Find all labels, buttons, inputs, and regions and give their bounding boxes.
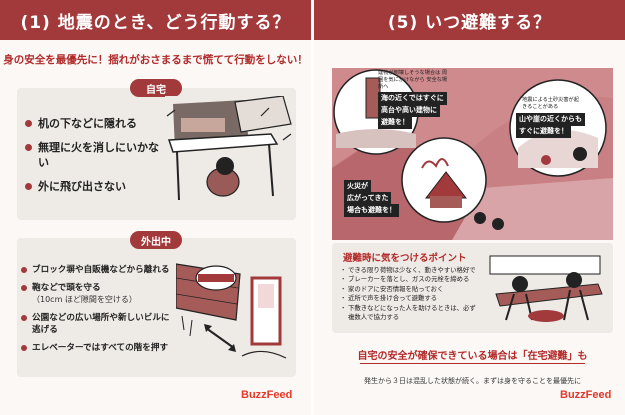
list-item: 鞄などで頭を守る（10cm ほど隙間を空ける） [21, 282, 172, 306]
panel-subtitle: 身の安全を最優先に！揺れがおさまるまで慌てて行動をしない！ [3, 54, 308, 66]
fire-callout-1: 火災が [344, 180, 371, 193]
points-title: 避難時に気をつけるポイント [343, 253, 467, 264]
sea-callout-3: 避難を！ [378, 116, 412, 129]
home-evacuation-message: 自宅の安全が確保できている場合は「在宅避難」も [357, 351, 588, 362]
panel-title: (1) 地震のとき、どう行動する？ [0, 0, 311, 40]
list-item: エレベーターではすべての階を押す [21, 342, 172, 354]
list-item: できる限り荷物は少なく、動きやすい格好で [340, 266, 480, 276]
outside-hazard-illustration [176, 250, 292, 372]
rescue-illustration [486, 250, 608, 328]
buzzfeed-logo: BuzzFeed [560, 389, 612, 401]
panel-title: (5) いつ避難する？ [314, 0, 625, 40]
evacuation-points-list: できる限り荷物は少なく、動きやすい格好で ブレーカーを落とし、ガスの元栓を締める… [340, 266, 480, 323]
home-badge: 自宅 [130, 79, 182, 97]
mountain-callout-1: 山や崖の近くからも [516, 113, 585, 126]
mountain-callout-2: すぐに避難を！ [516, 125, 571, 138]
list-item: 下敷きなどになった人を助けるときは、必ず複数人で協力する [340, 304, 480, 323]
sea-callout-2: 高台や高い建物に [378, 104, 440, 117]
list-item: ブレーカーを落とし、ガスの元栓を締める [340, 275, 480, 285]
message-underline [360, 363, 585, 364]
hide-under-desk-illustration [165, 96, 293, 212]
list-item: 公園などの広い場所や新しいビルに逃げる [21, 312, 172, 336]
home-action-list: 机の下などに隠れる 無理に火を消しにいかない 外に飛び出さない [25, 116, 162, 203]
footnote: 発生から３日は混乱した状態が続く。まずは身を守ることを最優先に [364, 377, 581, 385]
list-item: 机の下などに隠れる [25, 116, 162, 131]
list-item: 家のドアに安否情報を貼っておく [340, 285, 480, 295]
list-item: ブロック塀や自販機などから離れる [21, 264, 172, 276]
sea-callout-1: 海の近くではすぐに [378, 92, 447, 105]
scene-note-mountain: 地震による土砂災害が起きることがある [522, 97, 579, 110]
buzzfeed-logo: BuzzFeed [241, 389, 293, 401]
list-item: 外に飛び出さない [25, 179, 162, 194]
fire-callout-3: 場合も避難を！ [344, 204, 399, 217]
list-item: 近所で声を掛け合って避難する [340, 294, 480, 304]
outside-action-list: ブロック塀や自販機などから離れる 鞄などで頭を守る（10cm ほど隙間を空ける）… [21, 264, 172, 360]
list-item: 無理に火を消しにいかない [25, 140, 162, 170]
scene-note-top: 建物が倒壊しそうな場合は 周囲を気にかけながら 安全な場所へ [378, 70, 448, 90]
fire-callout-2: 広がってきた [344, 192, 392, 205]
outside-badge: 外出中 [130, 231, 182, 249]
